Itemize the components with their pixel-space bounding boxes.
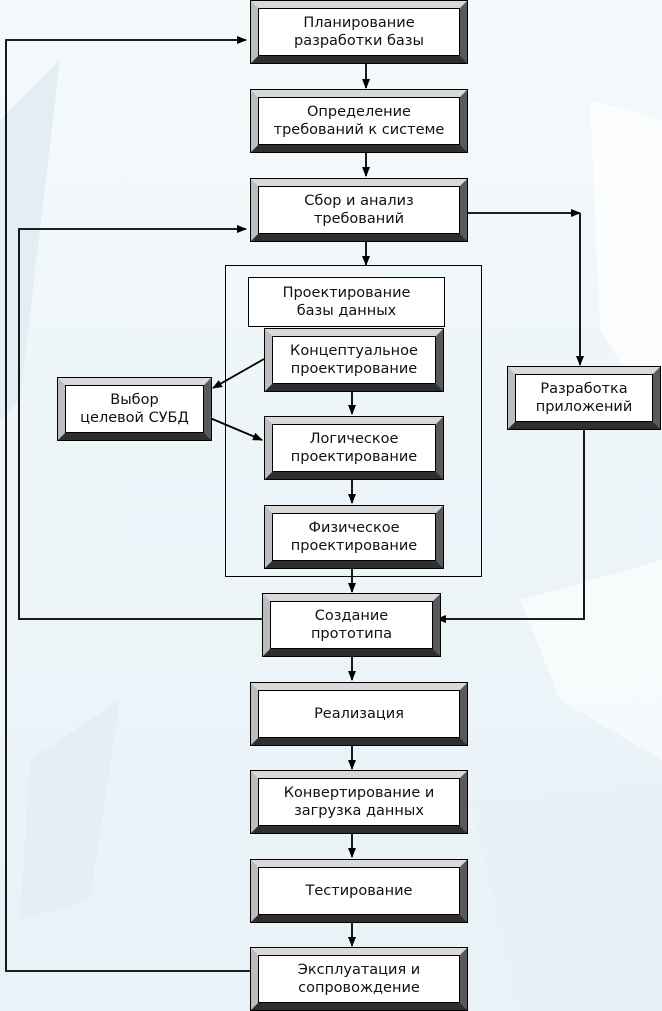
stage-conceptual-design-label: Концептуальное проектирование	[272, 336, 436, 384]
stage-dbms-selection-label: Выбор целевой СУБД	[65, 385, 204, 433]
stage-logical-design-label: Логическое проектирование	[272, 424, 436, 472]
stage-dbms-selection: Выбор целевой СУБД	[57, 377, 212, 441]
stage-data-conversion: Конвертирование и загрузка данных	[250, 770, 468, 834]
stage-implementation-label: Реализация	[258, 690, 460, 738]
stage-app-development: Разработка приложений	[507, 366, 661, 430]
stage-planning: Планирование разработки базы	[250, 0, 468, 64]
stage-implementation: Реализация	[250, 682, 468, 746]
stage-requirements-definition: Определение требований к системе	[250, 89, 468, 153]
stage-conceptual-design: Концептуальное проектирование	[264, 328, 444, 392]
db-design-group-frame	[225, 265, 482, 577]
stage-db-design: Проектирование базы данных	[248, 277, 445, 327]
stage-data-conversion-label: Конвертирование и загрузка данных	[258, 778, 460, 826]
stage-requirements-analysis-label: Сбор и анализ требований	[258, 186, 460, 234]
arrow-app-dev-to-prototype	[436, 430, 585, 623]
arrow-prototype-feedback-to-analysis	[18, 225, 262, 620]
stage-db-design-label: Проектирование базы данных	[282, 285, 411, 319]
stage-planning-label: Планирование разработки базы	[258, 8, 460, 56]
arrow-conceptual-to-dbms	[212, 358, 265, 389]
stage-requirements-analysis: Сбор и анализ требований	[250, 178, 468, 242]
stage-prototyping-label: Создание прототипа	[270, 601, 433, 649]
stage-operation-label: Эксплуатация и сопровождение	[258, 955, 460, 1003]
stage-physical-design: Физическое проектирование	[264, 505, 444, 569]
arrow-operation-feedback-to-planning	[5, 36, 250, 972]
stage-app-development-label: Разработка приложений	[515, 374, 653, 422]
stage-physical-design-label: Физическое проектирование	[272, 513, 436, 561]
stage-requirements-definition-label: Определение требований к системе	[258, 97, 460, 145]
stage-testing: Тестирование	[250, 859, 468, 923]
arrow-dbms-to-logical	[209, 417, 263, 441]
stage-testing-label: Тестирование	[258, 867, 460, 915]
stage-prototyping: Создание прототипа	[262, 593, 441, 657]
stage-operation: Эксплуатация и сопровождение	[250, 947, 468, 1011]
stage-logical-design: Логическое проектирование	[264, 416, 444, 480]
